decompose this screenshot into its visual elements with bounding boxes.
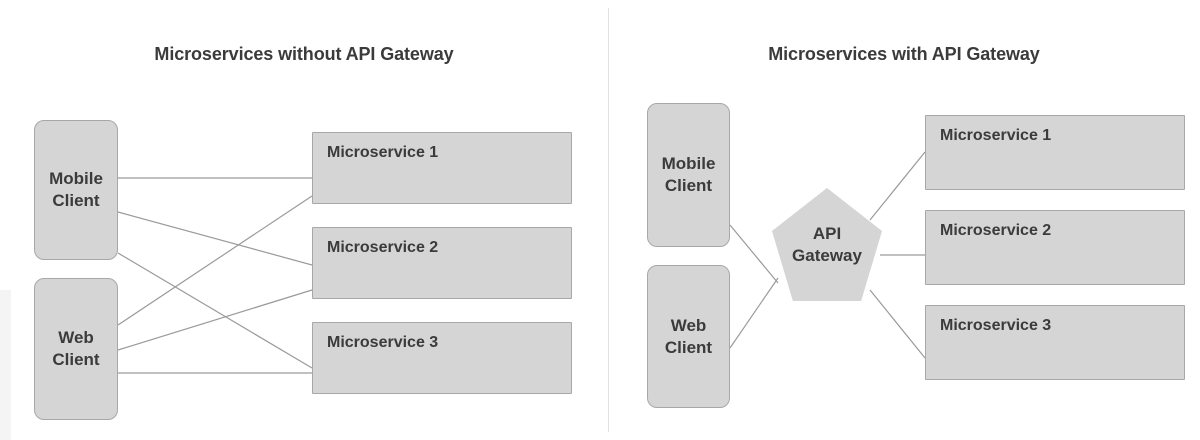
- service-microservice-3[interactable]: Microservice 3: [312, 322, 572, 394]
- panel-divider: [608, 8, 609, 432]
- service-microservice-1[interactable]: Microservice 1: [925, 115, 1185, 190]
- panel-without-gateway: Microservices without API Gateway Mobile…: [34, 44, 572, 420]
- connection-web-client-to-microservice-1: [117, 195, 313, 326]
- gateway-line2: Gateway: [792, 245, 862, 265]
- client-web-client-line2: Client: [52, 350, 100, 369]
- gateway-line1: API: [812, 223, 842, 243]
- client-web-client-line2: Client: [664, 337, 713, 357]
- connection-mobile-client-to-microservice-2: [117, 211, 313, 266]
- service-microservice-2[interactable]: Microservice 2: [925, 210, 1185, 285]
- connection-web-client-to-microservice-2: [117, 289, 313, 351]
- service-microservice-1[interactable]: Microservice 1: [312, 132, 572, 204]
- left-edge-band: [0, 290, 11, 440]
- connection-mobile-client-to-api-gateway: [729, 224, 779, 284]
- connection-web-client-to-api-gateway: [729, 277, 779, 349]
- client-mobile-client-line1: Mobile: [49, 169, 103, 189]
- panel-title-with-gateway: Microservices with API Gateway: [768, 44, 1040, 64]
- client-web-client-line1: Web: [670, 315, 707, 335]
- panel-title-without-gateway: Microservices without API Gateway: [154, 44, 454, 64]
- client-mobile-client-line1: Mobile: [661, 154, 716, 174]
- client-mobile-client-line2: Client: [52, 191, 100, 210]
- client-mobile-client-line2: Client: [664, 176, 713, 195]
- connection-api-gateway-to-microservice-1: [869, 151, 926, 221]
- service-microservice-3[interactable]: Microservice 3: [925, 305, 1185, 380]
- service-microservice-2[interactable]: Microservice 2: [312, 227, 572, 299]
- connection-api-gateway-to-microservice-3: [869, 289, 926, 359]
- connection-mobile-client-to-microservice-3: [117, 252, 313, 369]
- client-web-client-line1: Web: [58, 328, 94, 348]
